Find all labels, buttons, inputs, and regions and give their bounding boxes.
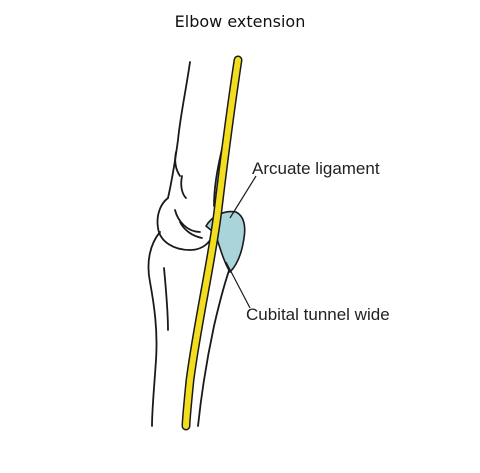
arcuate-ligament-label: Arcuate ligament	[252, 159, 380, 178]
diagram-title: Elbow extension	[174, 12, 306, 31]
ulnar-nerve	[181, 55, 243, 431]
arcuate-ligament-leader	[229, 175, 257, 219]
cubital-tunnel-leader	[225, 261, 251, 309]
cubital-tunnel-label: Cubital tunnel wide	[246, 305, 390, 324]
